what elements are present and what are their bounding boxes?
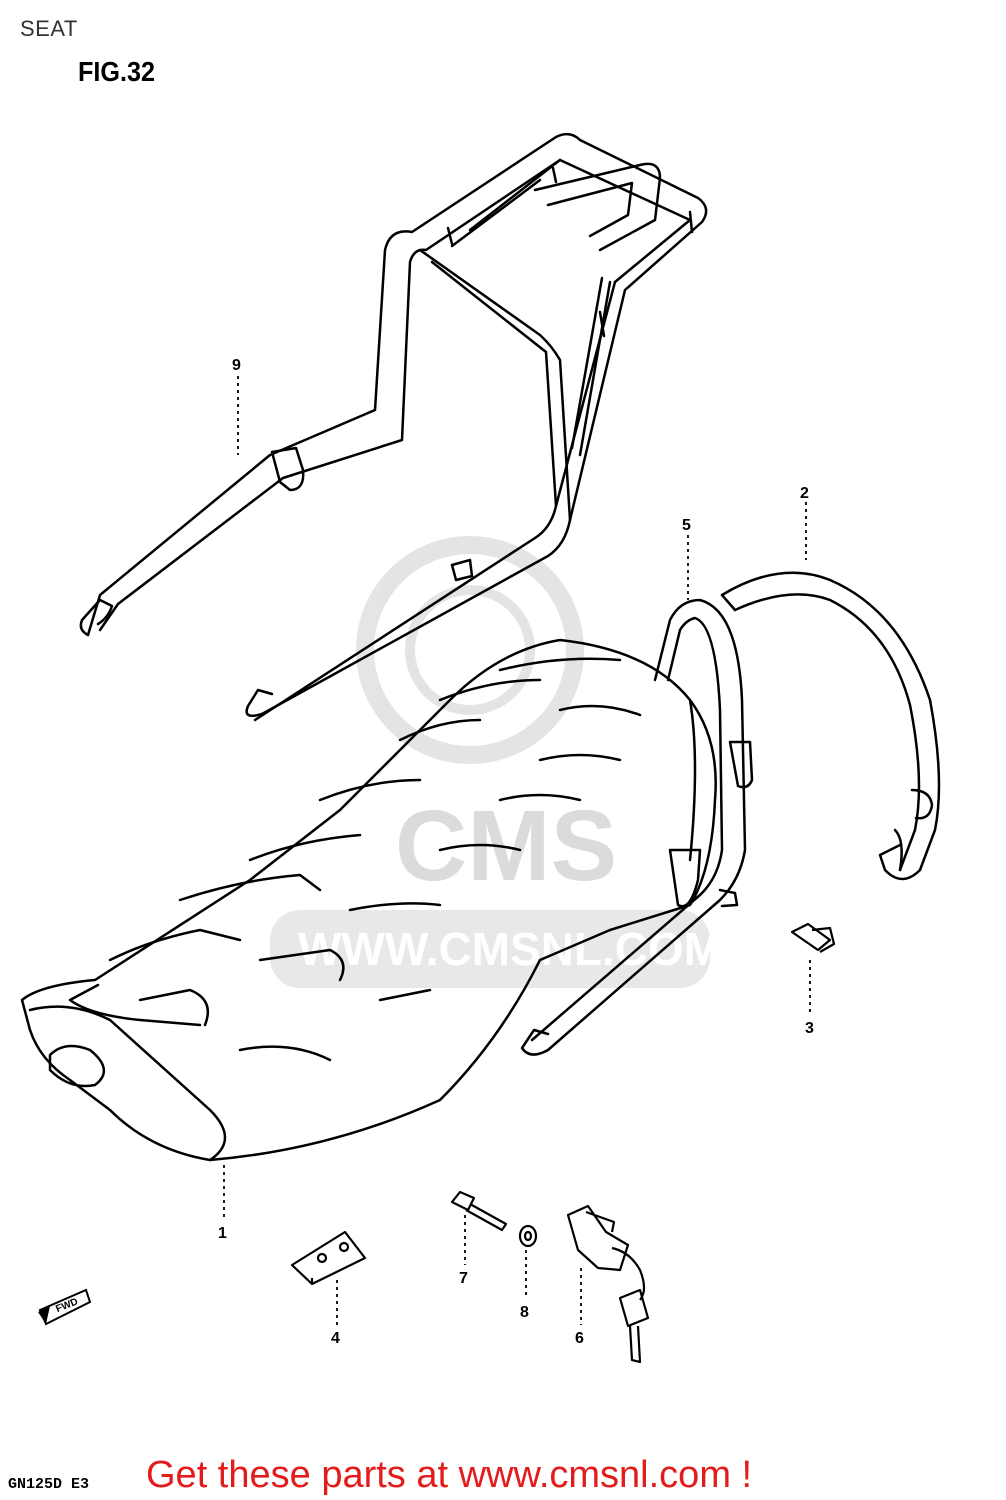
part-8-washer [518, 1224, 538, 1248]
part-label-6: 6 [575, 1330, 584, 1347]
fwd-arrow-icon: FWD [38, 1288, 92, 1326]
part-7-screw [450, 1190, 508, 1232]
watermark: CMS WWW.CMSNL.COM [270, 536, 722, 988]
part-4-plate [290, 1230, 367, 1286]
part-label-8: 8 [520, 1304, 529, 1321]
part-label-7: 7 [459, 1270, 468, 1287]
part-3-bolt [790, 922, 836, 953]
part-label-2: 2 [800, 485, 809, 502]
watermark-url: WWW.CMSNL.COM [298, 923, 722, 975]
part-label-9: 9 [232, 357, 241, 374]
part-label-1: 1 [218, 1225, 227, 1242]
fwd-label: FWD [54, 1296, 79, 1315]
part-6-lock-set [566, 1204, 650, 1364]
part-label-5: 5 [682, 517, 691, 534]
part-9-carrier [79, 132, 708, 722]
leader-lines [223, 376, 811, 1325]
part-1-seat [20, 638, 754, 1162]
part-2-strap [720, 571, 941, 881]
call-to-action-link[interactable]: Get these parts at www.cmsnl.com ! [146, 1454, 753, 1496]
page-title: SEAT [20, 16, 78, 41]
part-5-grab-rail [520, 598, 747, 1056]
part-label-4: 4 [331, 1330, 340, 1347]
model-code: GN125D E3 [8, 1476, 90, 1493]
part-label-3: 3 [805, 1020, 814, 1037]
figure-label: FIG.32 [78, 56, 156, 87]
